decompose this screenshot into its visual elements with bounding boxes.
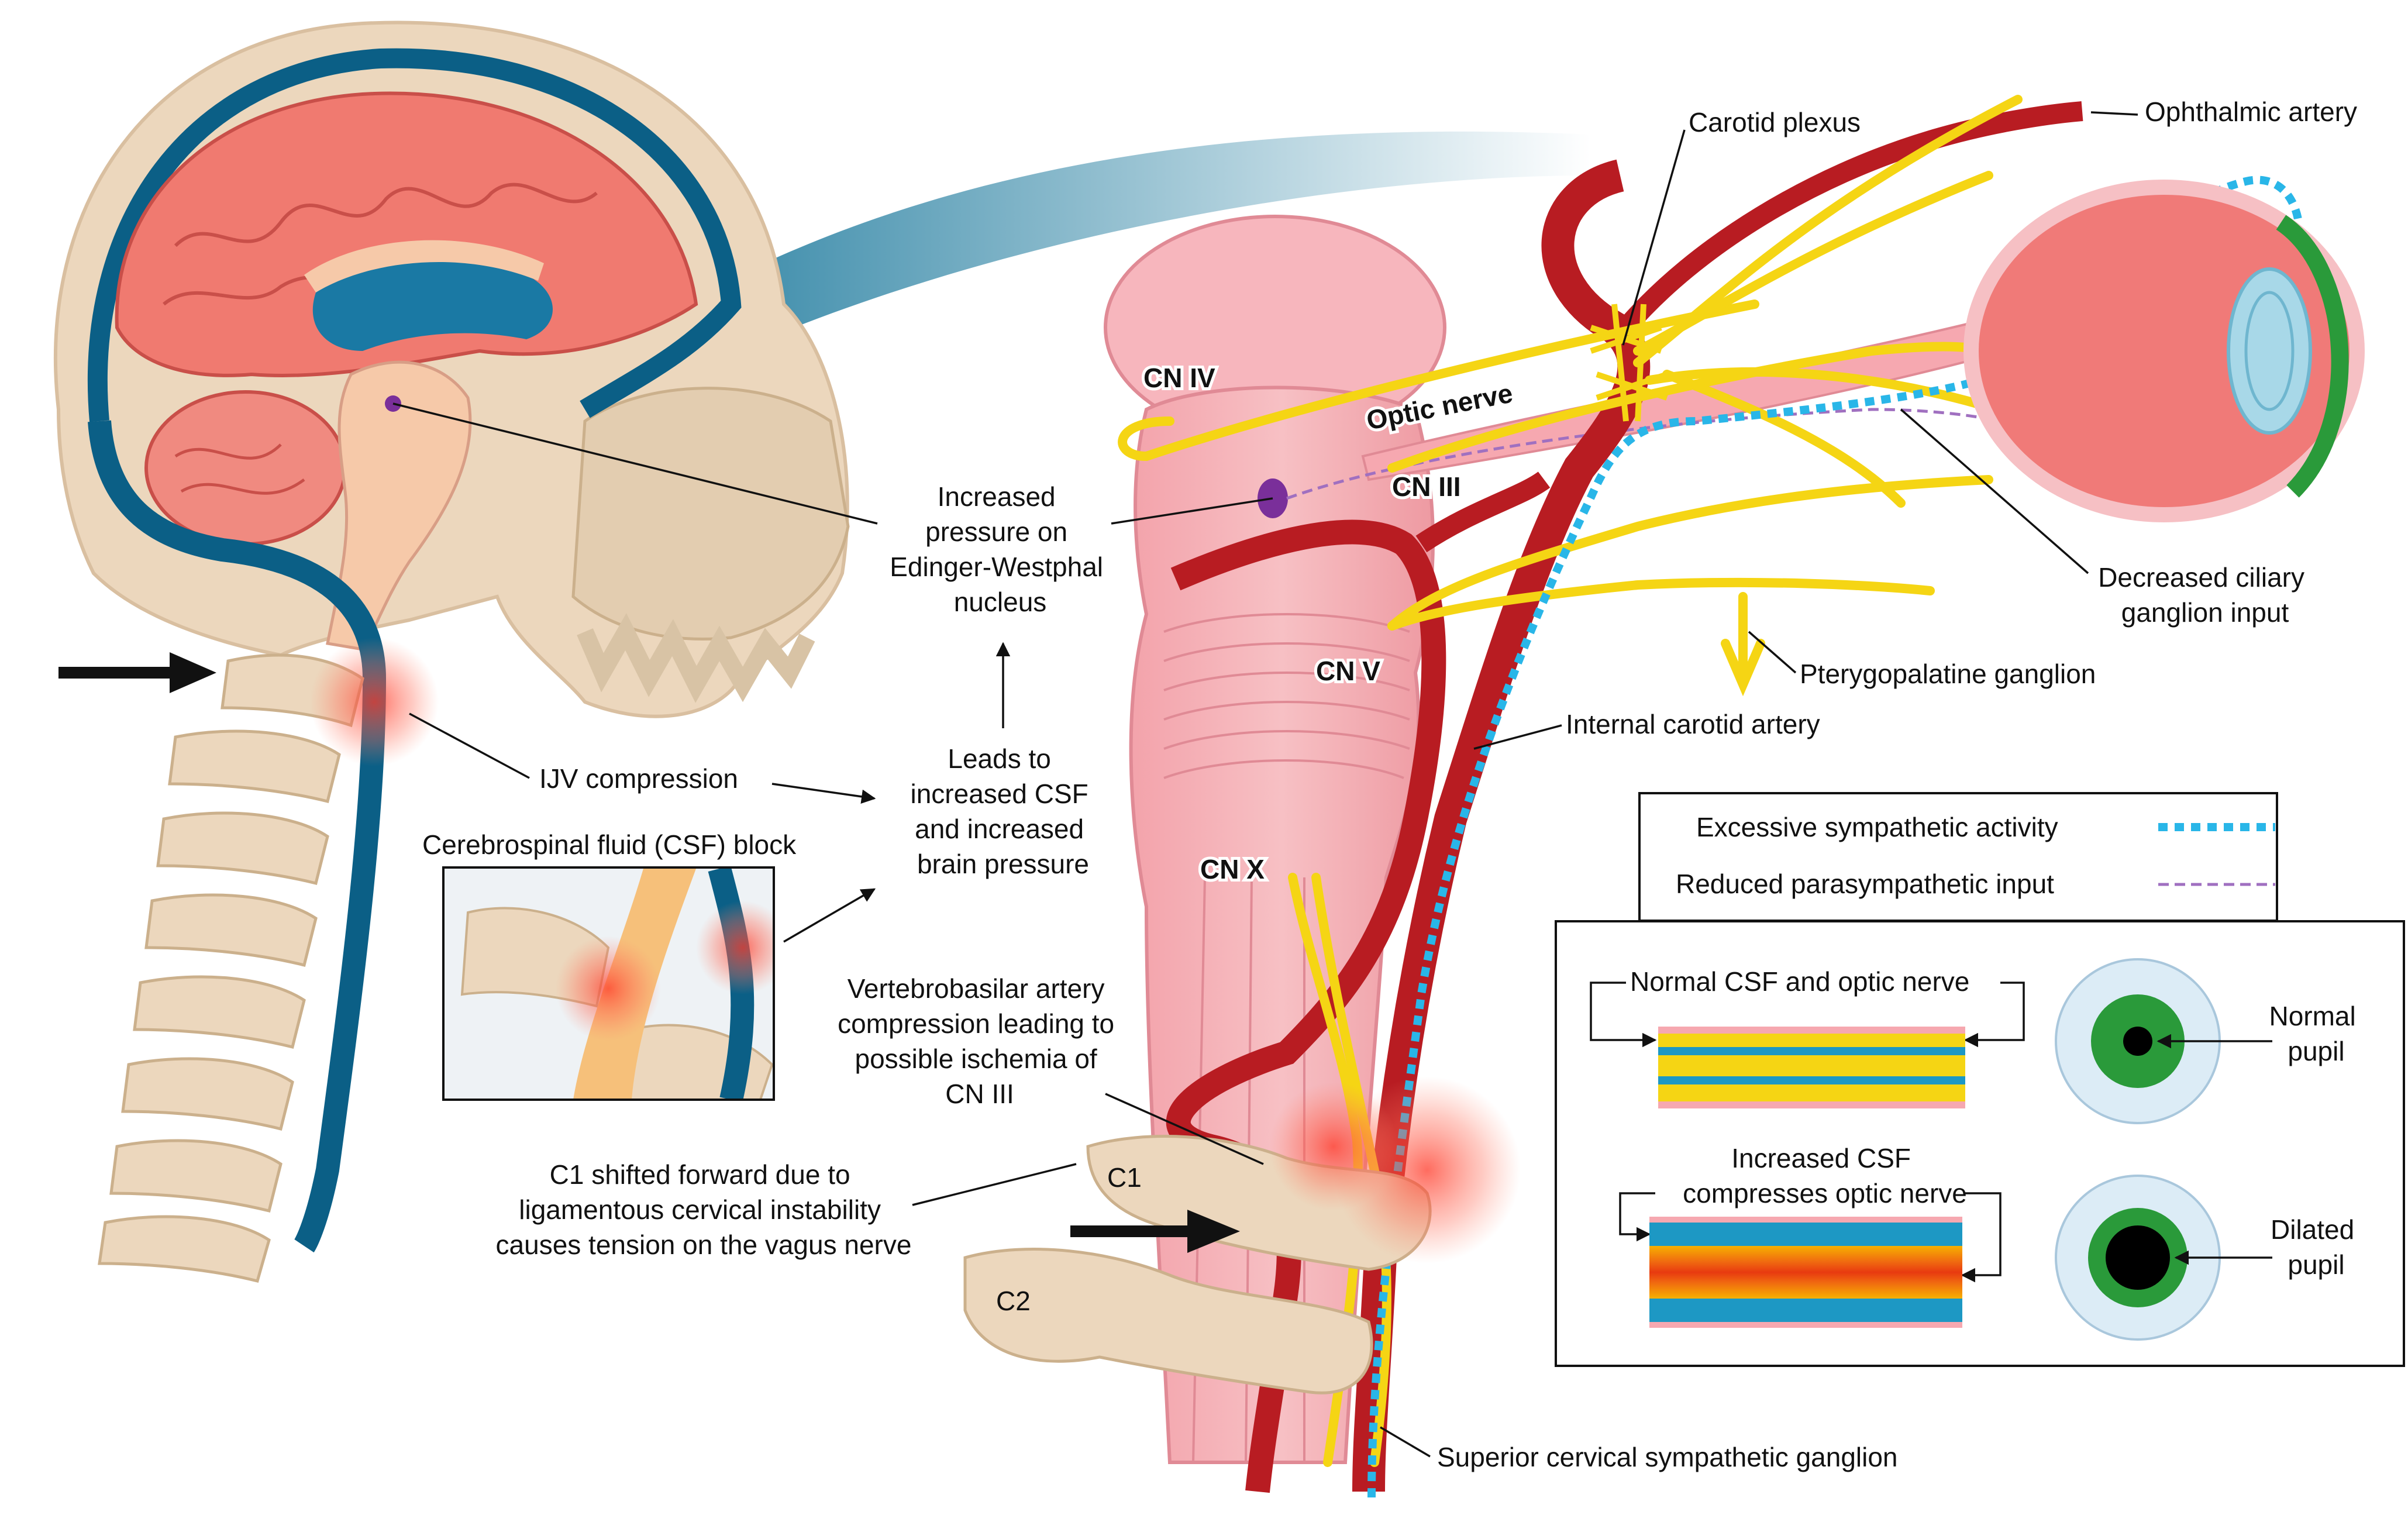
label-pterygopalatine: Pterygopalatine ganglion	[1800, 659, 2096, 689]
dural-sinus	[87, 48, 742, 422]
comparison-panel: Normal CSF and optic nerve Increased CSF…	[1555, 920, 2405, 1367]
c2-vertebra	[963, 1248, 1373, 1395]
label-cn-v: CN V	[1316, 656, 1380, 686]
cerebellum	[144, 390, 347, 546]
label-c1: C1	[1107, 1162, 1142, 1193]
ventricle	[312, 256, 553, 351]
label-cn-x: CN X	[1200, 854, 1265, 884]
label-vertebrobasilar: Vertebrobasilar artery compression leadi…	[838, 973, 1122, 1109]
corpus-callosum	[304, 240, 544, 292]
c1-shift-arrow-center	[1070, 1210, 1240, 1253]
cornea	[2276, 215, 2349, 498]
pterygopalatine-ganglion-shape	[1721, 592, 1765, 697]
label-c1-shift: C1 shifted forward due to ligamentous ce…	[496, 1159, 912, 1260]
c1-shift-arrow-left	[58, 652, 216, 693]
teeth	[577, 613, 815, 703]
label-increased-csf-pressure: Leads to increased CSF and increased bra…	[910, 743, 1096, 879]
label-ophthalmic-artery: Ophthalmic artery	[2145, 97, 2357, 127]
label-csf-block: Cerebrospinal fluid (CSF) block	[422, 829, 797, 860]
label-cn-iii: CN III	[1392, 471, 1461, 502]
zoom-beam	[614, 131, 1591, 409]
legend: Excessive sympathetic activity Reduced p…	[1638, 792, 2278, 922]
cranial-nerves	[1118, 95, 2023, 1467]
center-vertebrae	[963, 1076, 1521, 1395]
lens	[2227, 267, 2312, 435]
label-c2: C2	[996, 1286, 1031, 1316]
head-illustration	[53, 20, 1591, 1283]
head-brainstem	[326, 360, 472, 651]
label-cn-iv: CN IV	[1143, 363, 1215, 393]
cn-iv-nerve	[1118, 299, 1759, 462]
label-internal-carotid: Internal carotid artery	[1566, 709, 1820, 739]
internal-carotid-artery	[1352, 159, 1651, 1492]
compressed-optic-nerve-bar	[1649, 1217, 1962, 1328]
label-ijv-compression: IJV compression	[539, 763, 738, 794]
legend-sympathetic-label: Excessive sympathetic activity	[1696, 812, 2058, 842]
carotid-plexus-mesh	[1590, 304, 1668, 422]
csf-block-inset	[442, 866, 775, 1101]
label-increased-csf-compresses: Increased CSF compresses optic nerve	[1683, 1143, 1967, 1208]
eye-illustration	[1963, 180, 2365, 522]
leader-lines	[392, 111, 2138, 1458]
label-normal-pupil: Normal pupil	[2269, 1001, 2363, 1066]
label-edinger-westphal: Increased pressure on Edinger-Westphal n…	[890, 481, 1111, 617]
label-normal-csf: Normal CSF and optic nerve	[1630, 966, 1969, 997]
ijv-compression-glow	[310, 638, 439, 766]
legend-parasympathetic-label: Reduced parasympathetic input	[1676, 869, 2054, 899]
normal-optic-nerve-bar	[1658, 1027, 1965, 1108]
vertebrobasilar-artery	[1166, 519, 1446, 1493]
label-decreased-ciliary: Decreased ciliary ganglion input	[2098, 562, 2312, 628]
ophthalmic-artery	[1618, 101, 2083, 335]
label-carotid-plexus: Carotid plexus	[1689, 107, 1861, 137]
label-superior-cervical-ganglion: Superior cervical sympathetic ganglion	[1437, 1442, 1898, 1472]
dilated-pupil-eye	[2055, 1175, 2221, 1341]
legend-box	[1638, 792, 2278, 922]
facial-bones	[571, 387, 850, 641]
normal-pupil-eye	[2055, 958, 2221, 1124]
label-dilated-pupil: Dilated pupil	[2271, 1214, 2362, 1280]
